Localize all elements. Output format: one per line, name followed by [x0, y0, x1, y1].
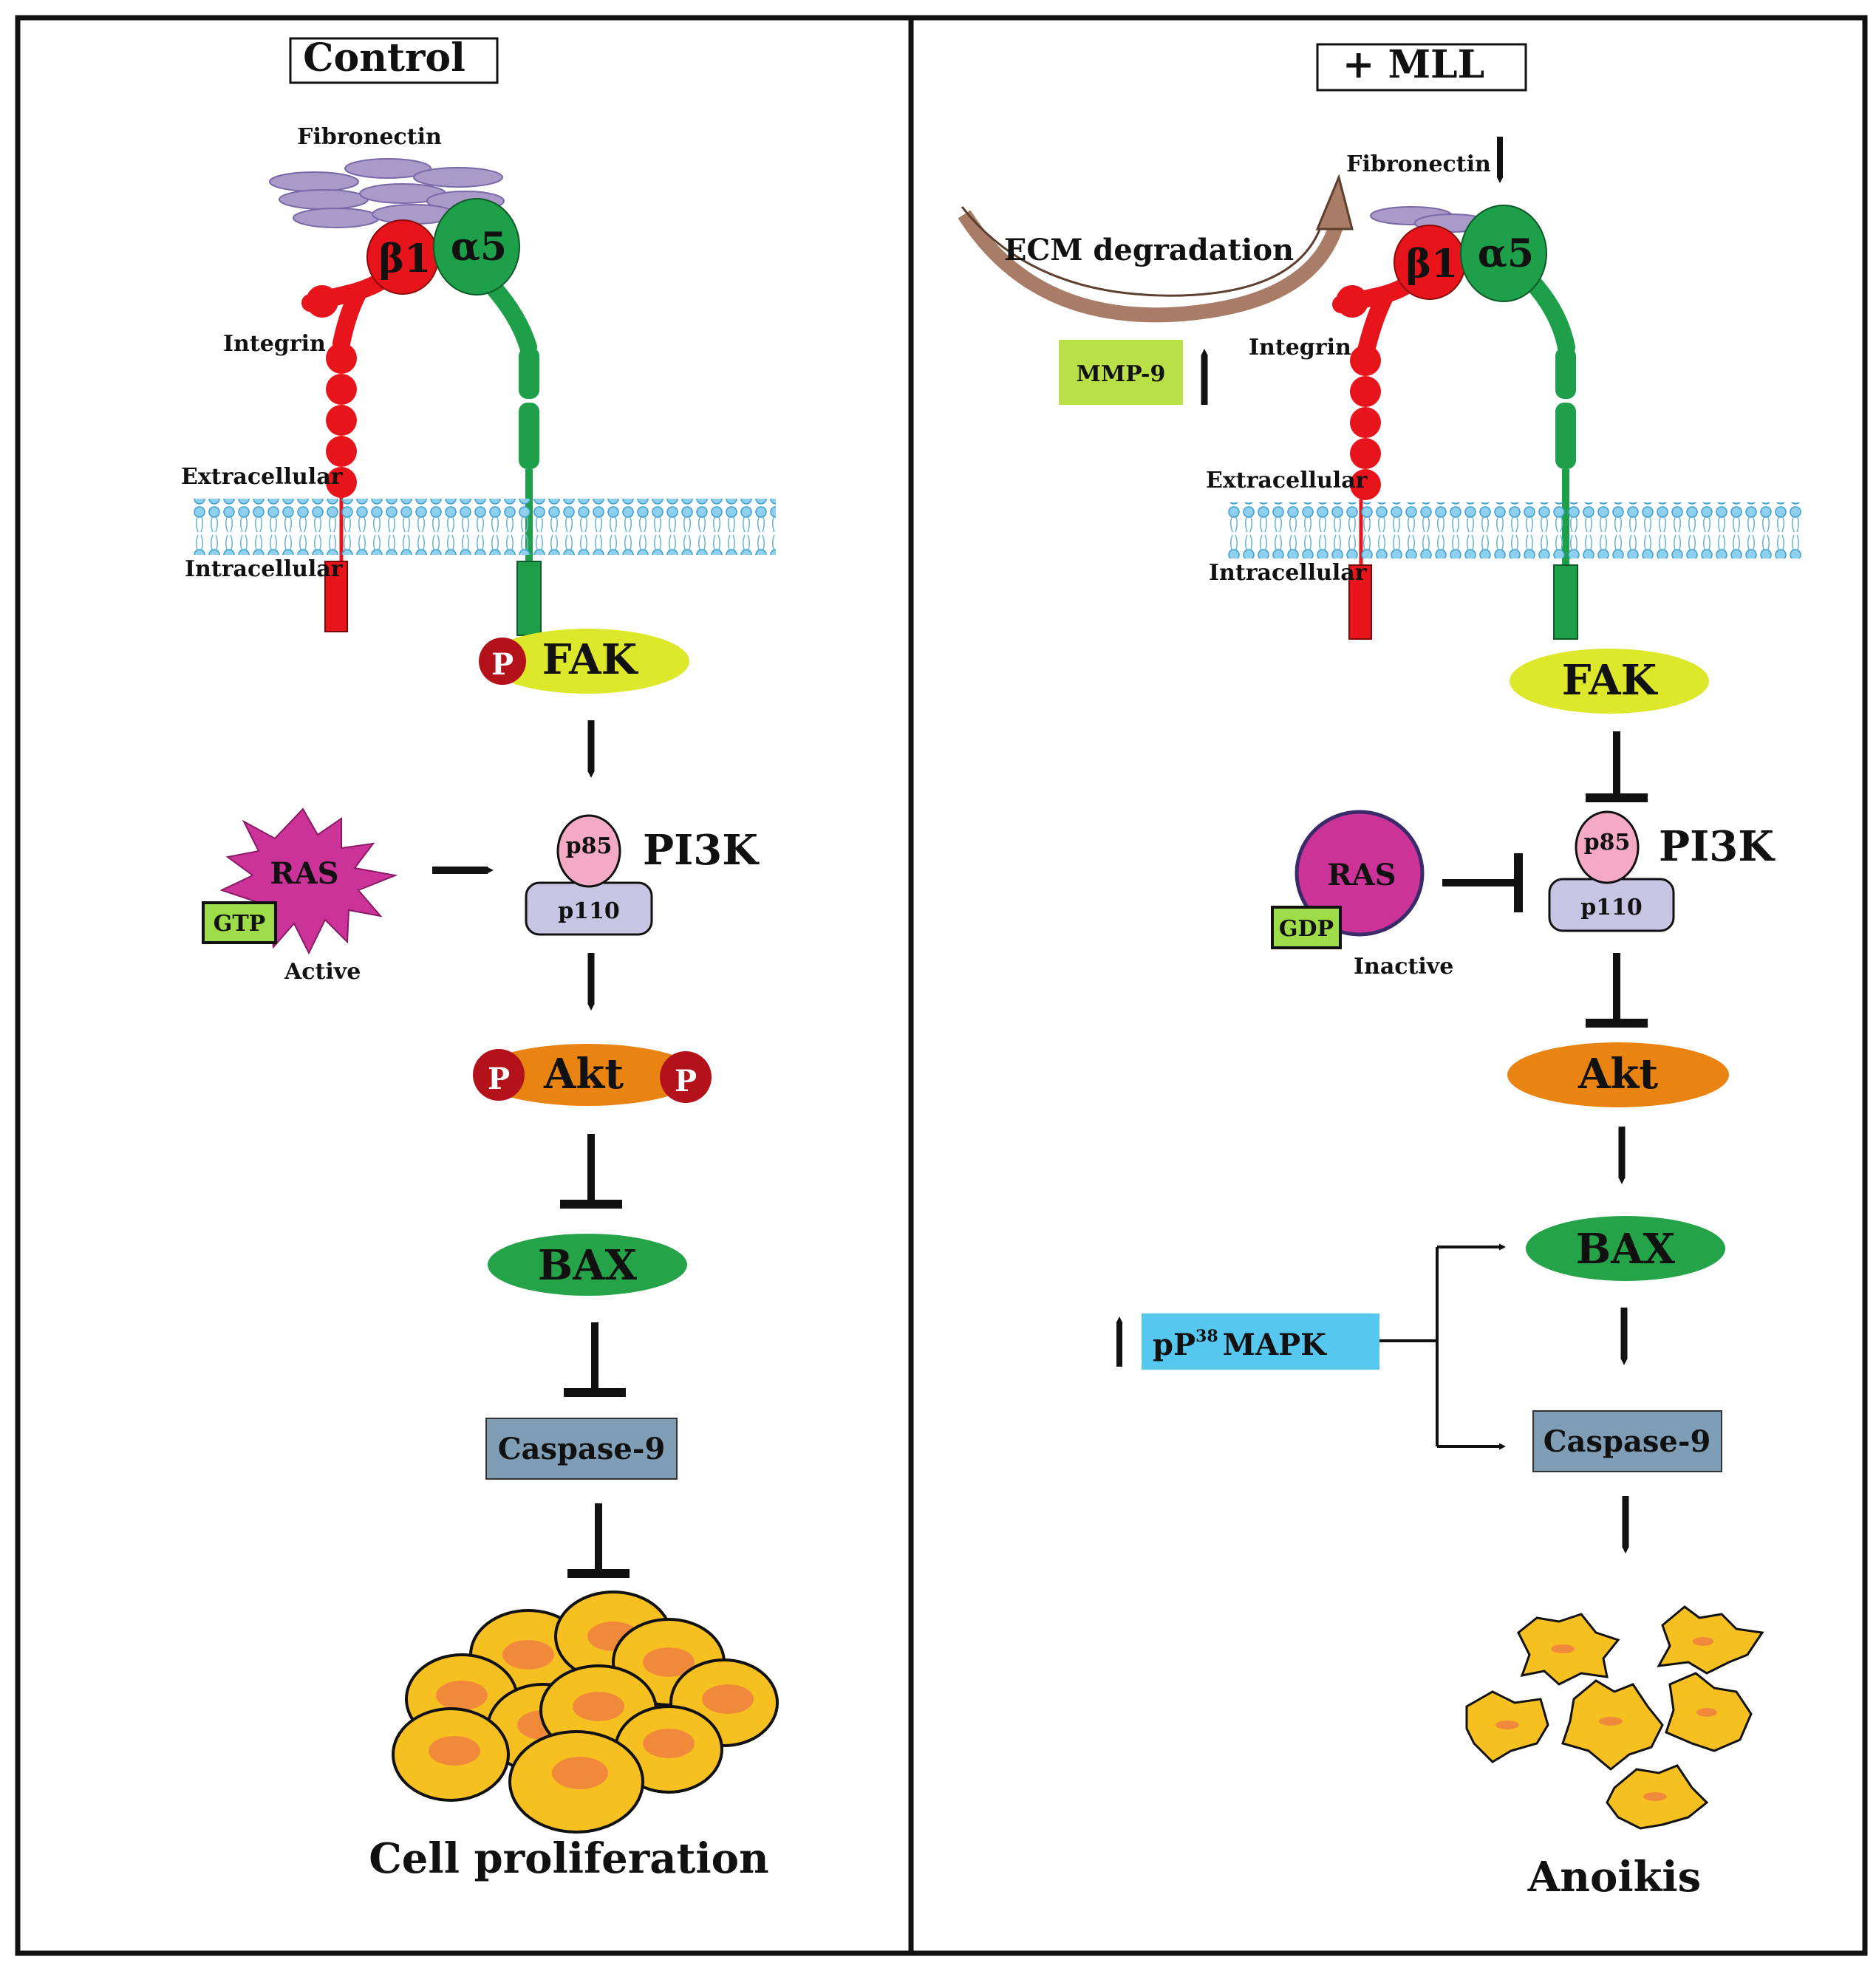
control-extracellular-label: Extracellular [181, 464, 344, 490]
mll-mmp9-label: MMP-9 [1077, 361, 1166, 387]
control-cell-membrane [192, 499, 776, 555]
mll-panel: + MLL Fibronectin ECM degradation MMP-9 [958, 42, 1803, 1902]
mll-beta1-subunit: β1 [1332, 225, 1466, 640]
mll-inhibit-fak-pi3k [1586, 731, 1648, 802]
mll-ecm-arrowhead [1315, 174, 1354, 230]
control-panel: Control Fibronectin β1 [181, 35, 779, 1883]
mll-ecm-arrow [958, 210, 1345, 323]
control-outcome-label: Cell proliferation [369, 1834, 769, 1883]
control-p110-label: p110 [558, 898, 620, 924]
control-inhibit-bax-caspase [564, 1322, 626, 1397]
mll-inactive-label: Inactive [1354, 954, 1453, 980]
mll-outcome-label: Anoikis [1527, 1853, 1701, 1902]
control-caspase9-label: Caspase-9 [498, 1432, 666, 1466]
mll-alpha5-label: α5 [1478, 231, 1534, 276]
mll-pp38-branch [1379, 1243, 1506, 1450]
control-alpha5-subunit: α5 [433, 198, 542, 636]
mll-akt [1507, 1042, 1729, 1107]
control-caspase9 [485, 1418, 678, 1480]
control-fibronectin-label: Fibronectin [297, 124, 442, 150]
control-inhibit-akt-bax [560, 1134, 622, 1209]
control-akt [477, 1044, 698, 1106]
mll-extracellular-label: Extracellular [1206, 468, 1368, 493]
mll-pp38-box [1142, 1313, 1379, 1370]
mll-p110-label: p110 [1580, 895, 1643, 920]
control-akt-phospho-left [473, 1049, 525, 1101]
mll-pi3k-label: PI3K [1659, 822, 1776, 871]
control-akt-phospho-right-label: P [675, 1064, 697, 1099]
control-fak-phospho-label: P [491, 647, 514, 682]
control-integrin-label: Integrin [223, 331, 326, 357]
mll-caspase9 [1532, 1410, 1722, 1472]
mll-p85-label: p85 [1584, 830, 1631, 855]
mll-anoikis-nuclei [1495, 1637, 1717, 1801]
mll-ras-label: RAS [1327, 858, 1396, 892]
control-intracellular-label: Intracellular [185, 556, 344, 582]
control-proliferating-cells [392, 1591, 779, 1834]
mll-beta1-label: β1 [1406, 242, 1459, 287]
control-pi3k-label: PI3K [643, 826, 760, 875]
control-akt-label: Akt [543, 1050, 624, 1099]
mll-ecm-label: ECM degradation [1004, 233, 1294, 267]
mll-gdp-label: GDP [1279, 916, 1334, 942]
mll-gdp-box [1271, 906, 1342, 949]
mll-fak-label: FAK [1562, 656, 1659, 705]
mll-fak [1510, 649, 1709, 714]
mll-cell-membrane [1227, 502, 1803, 558]
mll-alpha5-subunit: α5 [1460, 205, 1578, 640]
mll-intracellular-label: Intracellular [1209, 560, 1368, 586]
control-inhibit-caspase-outcome [567, 1503, 630, 1578]
control-fak [485, 629, 689, 694]
mll-mmp9-box [1059, 340, 1183, 405]
control-bax [488, 1234, 687, 1296]
control-p85-label: p85 [566, 833, 613, 859]
control-title-box [289, 37, 499, 84]
mll-title-box [1316, 43, 1527, 92]
control-gtp-label: GTP [214, 911, 266, 937]
outer-frame [15, 15, 1868, 1956]
mll-fibronectin-cluster [1370, 206, 1490, 233]
control-active-label: Active [284, 959, 361, 985]
control-bax-label: BAX [538, 1241, 638, 1290]
mll-title: + MLL [1343, 42, 1484, 87]
control-p85 [556, 814, 621, 888]
control-ras-label: RAS [270, 856, 338, 891]
control-alpha5-label: α5 [451, 225, 507, 270]
control-gtp-box [202, 901, 277, 944]
control-akt-phospho-left-label: P [488, 1062, 510, 1096]
mll-fibronectin-label: Fibronectin [1346, 151, 1491, 177]
control-fak-phospho [479, 638, 526, 685]
mll-integrin-label: Integrin [1249, 335, 1351, 361]
mll-p85 [1575, 810, 1640, 884]
mll-akt-label: Akt [1577, 1050, 1658, 1099]
control-akt-phospho-right [660, 1051, 712, 1103]
mll-ras [1295, 810, 1425, 937]
mll-ecm-arrow-edge [961, 206, 1324, 297]
mll-bax [1526, 1216, 1725, 1281]
control-fak-label: FAK [542, 635, 639, 684]
control-title: Control [303, 35, 465, 81]
control-beta1-label: β1 [379, 236, 432, 281]
mll-caspase9-label: Caspase-9 [1544, 1424, 1711, 1459]
control-beta1-subunit: β1 [301, 219, 439, 632]
mll-inhibit-ras-pi3k [1442, 853, 1523, 912]
mll-bax-label: BAX [1576, 1225, 1676, 1274]
mll-inhibit-pi3k-akt [1586, 953, 1648, 1028]
